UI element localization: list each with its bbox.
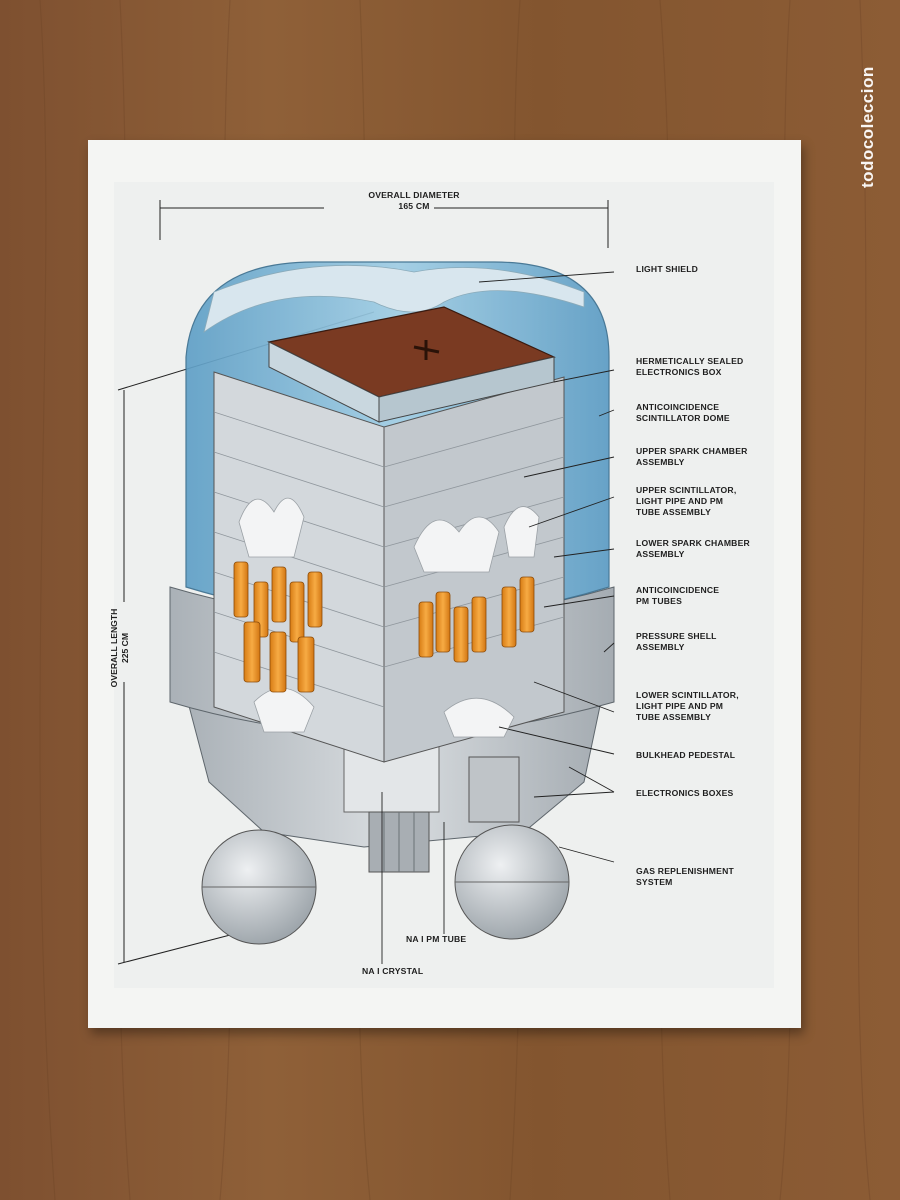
pm-tubes-right — [418, 576, 535, 663]
label-scintillator-dome: ANTICOINCIDENCE SCINTILLATOR DOME — [636, 402, 730, 423]
label-anticoincidence-pm-tubes: ANTICOINCIDENCE PM TUBES — [636, 585, 720, 606]
label-gas-replenishment: GAS REPLENISHMENT SYSTEM — [636, 866, 734, 887]
label-upper-spark-chamber: UPPER SPARK CHAMBER ASSEMBLY — [636, 446, 748, 467]
watermark-text: todocoleccion — [858, 66, 877, 188]
label-electronics-box: HERMETICALLY SEALED ELECTRONICS BOX — [636, 356, 744, 377]
overall-diameter-label: OVERALL DIAMETER 165 CM — [368, 190, 460, 211]
overall-length-label: OVERALL LENGTH 225 CM — [109, 608, 130, 688]
label-nai-crystal: NA I CRYSTAL — [362, 966, 424, 976]
diameter-dimension — [159, 200, 609, 248]
label-light-shield: LIGHT SHIELD — [636, 264, 699, 274]
label-lower-scintillator: LOWER SCINTILLATOR, LIGHT PIPE AND PM TU… — [636, 690, 739, 722]
label-electronics-boxes: ELECTRONICS BOXES — [636, 788, 734, 798]
label-nai-pm-tube: NA I PM TUBE — [406, 934, 467, 944]
satellite-cutaway-diagram — [117, 200, 615, 965]
label-upper-scintillator: UPPER SCINTILLATOR, LIGHT PIPE AND PM TU… — [636, 485, 737, 517]
label-pressure-shell: PRESSURE SHELL ASSEMBLY — [636, 631, 717, 652]
photo-print-card: OVERALL DIAMETER 165 CM OVERALL LENGTH 2… — [88, 140, 801, 1028]
diagram-panel: OVERALL DIAMETER 165 CM OVERALL LENGTH 2… — [109, 182, 774, 988]
leader-lines — [381, 271, 615, 964]
label-lower-spark-chamber: LOWER SPARK CHAMBER ASSEMBLY — [636, 538, 750, 559]
pm-tubes-left — [233, 561, 323, 693]
label-bulkhead-pedestal: BULKHEAD PEDESTAL — [636, 750, 736, 760]
